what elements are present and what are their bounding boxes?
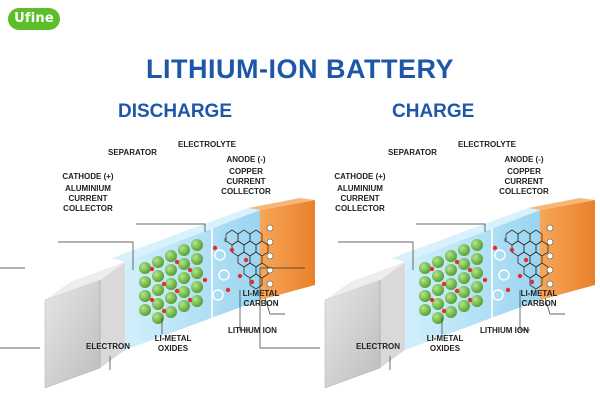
separator-label: SEPARATOR <box>388 148 437 157</box>
anode-label: ANODE (-) <box>504 155 544 164</box>
charge-heading: CHARGE <box>392 101 475 122</box>
electrolyte-label: ELECTROLYTE <box>178 140 236 149</box>
li-metal-oxides-label: LI-METAL OXIDES <box>426 334 464 353</box>
electron-label: ELECTRON <box>356 342 400 351</box>
discharge-heading: DISCHARGE <box>118 101 233 122</box>
aluminium-collector-label: ALUMINIUM CURRENT COLLECTOR <box>335 184 385 213</box>
ufine-logo: Ufine <box>8 8 60 30</box>
separator-label: SEPARATOR <box>108 148 157 157</box>
li-metal-carbon-label: LI-METAL CARBON <box>242 289 280 308</box>
page-title: LITHIUM-ION BATTERY <box>146 54 454 84</box>
lithium-ion-label: LITHIUM ION <box>480 326 529 335</box>
li-metal-oxides-label: LI-METAL OXIDES <box>154 334 192 353</box>
cathode-label: CATHODE (+) <box>334 172 386 181</box>
electron-label: ELECTRON <box>86 342 130 351</box>
lithium-ion-label: LITHIUM ION <box>228 326 277 335</box>
cathode-label: CATHODE (+) <box>62 172 114 181</box>
aluminium-collector-label: ALUMINIUM CURRENT COLLECTOR <box>63 184 113 213</box>
li-metal-carbon-label: LI-METAL CARBON <box>520 289 558 308</box>
copper-collector-label: COPPER CURRENT COLLECTOR <box>499 167 549 196</box>
copper-collector-label: COPPER CURRENT COLLECTOR <box>221 167 271 196</box>
electrolyte-label: ELECTROLYTE <box>458 140 516 149</box>
anode-label: ANODE (-) <box>226 155 266 164</box>
